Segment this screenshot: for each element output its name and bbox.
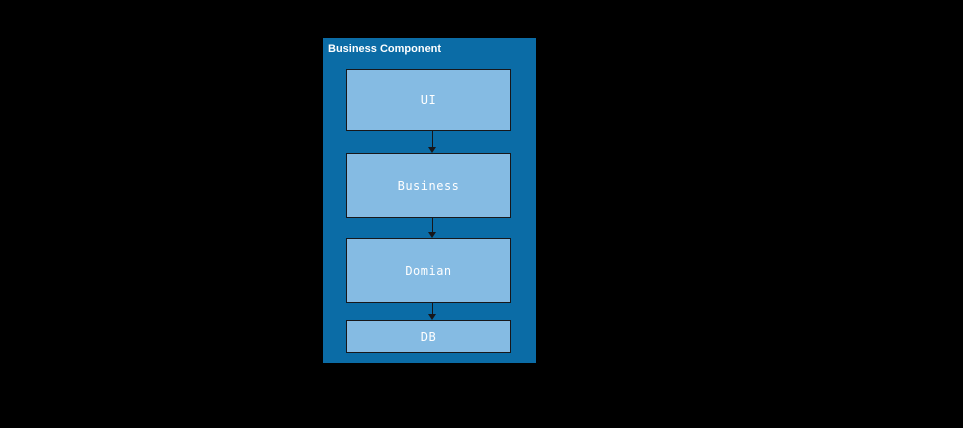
component-title: Business Component [328, 43, 442, 55]
arrow-head [428, 314, 436, 320]
arrow-business-to-domian-icon [428, 218, 437, 238]
layer-box-ui[interactable]: UI [346, 69, 511, 131]
layer-label-db: DB [420, 329, 437, 344]
layer-label-ui: UI [420, 93, 437, 107]
layer-box-business[interactable]: Business [346, 153, 511, 218]
layer-label-domian: Domian [405, 263, 452, 278]
arrow-line [432, 218, 433, 232]
arrow-line [432, 131, 433, 147]
layer-box-db[interactable]: DB [346, 320, 511, 353]
layer-box-domian[interactable]: Domian [346, 238, 511, 303]
arrow-head [428, 232, 436, 238]
arrow-head [428, 147, 436, 153]
arrow-line [432, 303, 433, 314]
business-component-container[interactable]: Business Component UI Business Domian DB [323, 38, 536, 363]
layer-label-business: Business [397, 178, 460, 193]
arrow-ui-to-business-icon [428, 131, 437, 153]
arrow-domian-to-db-icon [428, 303, 437, 320]
